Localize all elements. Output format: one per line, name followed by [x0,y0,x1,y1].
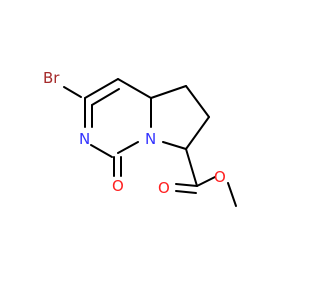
nitrogen-label-ring: N [79,130,90,148]
oxygen-label-ester-double: O [158,179,170,197]
bond-c5-c6 [185,85,210,118]
bond-c7-ccarb [185,148,198,187]
bromine-label: Br [43,69,60,87]
bond-ccarb-osingle [196,176,216,187]
bond-n3-c2 [90,144,113,158]
nitrogen-label-bridge: N [145,130,156,148]
bond-br-c [63,86,82,98]
bond-c2-n7 [117,141,139,154]
molecule-structure: Br N N O O O [43,69,237,207]
bond-c5a-c5 [150,85,187,99]
bond-c5-c5a [117,78,152,99]
bond-c4-c5-outer [84,78,119,99]
oxygen-label-ester-single: O [214,168,226,186]
bond-ccarb-o-a [175,183,198,187]
bond-c6-c7 [185,116,210,150]
bonds [63,78,237,207]
atom-labels: Br N N O O O [43,69,226,197]
bond-c4-c5-inner [91,88,120,106]
bond-c7-n7 [162,141,187,150]
bond-ccarb-o-b [175,190,197,194]
oxygen-label-carbonyl: O [112,177,124,195]
bond-osingle-ch3 [227,182,237,207]
